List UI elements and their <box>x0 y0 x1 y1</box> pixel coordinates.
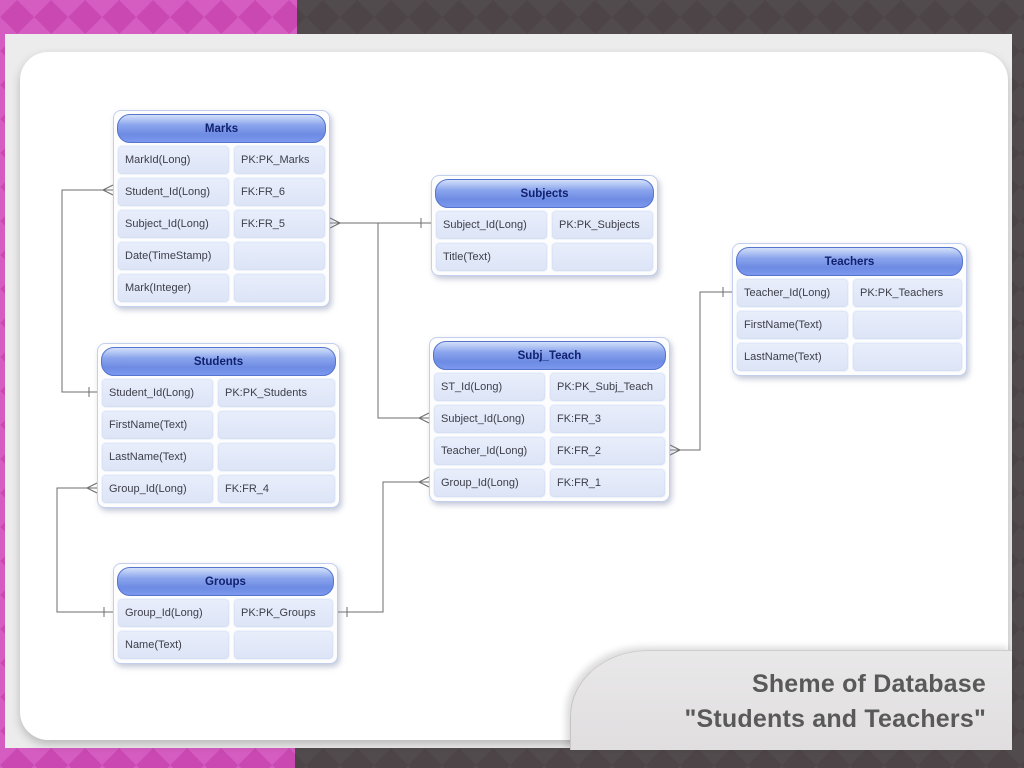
slide-caption: Sheme of Database "Students and Teachers… <box>570 650 1012 750</box>
table-row: LastName(Text) <box>101 442 336 472</box>
table-title: Groups <box>117 567 334 596</box>
key-cell: PK:PK_Subj_Teach <box>549 372 666 402</box>
field-name-cell: Student_Id(Long) <box>101 378 214 408</box>
table-row: Title(Text) <box>435 242 654 272</box>
table-row: Subject_Id(Long) PK:PK_Subjects <box>435 210 654 240</box>
table-row: Student_Id(Long) FK:FR_6 <box>117 177 326 207</box>
key-cell: FK:FR_2 <box>549 436 666 466</box>
left-pink-strip <box>0 34 5 748</box>
table-row: Name(Text) <box>117 630 334 660</box>
field-name-cell: Group_Id(Long) <box>433 468 546 498</box>
table-students: Students Student_Id(Long) PK:PK_Students… <box>97 343 340 508</box>
table-row: Group_Id(Long) FK:FR_1 <box>433 468 666 498</box>
table-title: Teachers <box>736 247 963 276</box>
table-row: FirstName(Text) <box>101 410 336 440</box>
field-name-cell: Mark(Integer) <box>117 273 230 303</box>
field-name-cell: Group_Id(Long) <box>117 598 230 628</box>
key-cell <box>551 242 654 272</box>
top-pink-bar <box>0 0 297 34</box>
field-name-cell: Name(Text) <box>117 630 230 660</box>
table-title: Students <box>101 347 336 376</box>
key-cell: PK:PK_Marks <box>233 145 326 175</box>
table-groups: Groups Group_Id(Long) PK:PK_Groups Name(… <box>113 563 338 664</box>
key-cell: PK:PK_Groups <box>233 598 334 628</box>
table-row: Group_Id(Long) FK:FR_4 <box>101 474 336 504</box>
key-cell: PK:PK_Subjects <box>551 210 654 240</box>
field-name-cell: Student_Id(Long) <box>117 177 230 207</box>
table-teachers: Teachers Teacher_Id(Long) PK:PK_Teachers… <box>732 243 967 376</box>
table-row: Group_Id(Long) PK:PK_Groups <box>117 598 334 628</box>
table-row: ST_Id(Long) PK:PK_Subj_Teach <box>433 372 666 402</box>
field-name-cell: FirstName(Text) <box>101 410 214 440</box>
field-name-cell: Subject_Id(Long) <box>117 209 230 239</box>
key-cell <box>852 310 963 340</box>
field-name-cell: Date(TimeStamp) <box>117 241 230 271</box>
field-name-cell: Subject_Id(Long) <box>435 210 548 240</box>
bottom-pink-bar <box>0 748 295 768</box>
field-name-cell: Teacher_Id(Long) <box>433 436 546 466</box>
field-name-cell: LastName(Text) <box>736 342 849 372</box>
field-name-cell: ST_Id(Long) <box>433 372 546 402</box>
table-row: Teacher_Id(Long) PK:PK_Teachers <box>736 278 963 308</box>
key-cell <box>852 342 963 372</box>
field-name-cell: Subject_Id(Long) <box>433 404 546 434</box>
table-title: Subj_Teach <box>433 341 666 370</box>
key-cell <box>217 410 336 440</box>
table-subjects: Subjects Subject_Id(Long) PK:PK_Subjects… <box>431 175 658 276</box>
table-row: Subject_Id(Long) FK:FR_3 <box>433 404 666 434</box>
field-name-cell: Teacher_Id(Long) <box>736 278 849 308</box>
key-cell <box>233 241 326 271</box>
key-cell <box>233 273 326 303</box>
key-cell: PK:PK_Teachers <box>852 278 963 308</box>
table-title: Subjects <box>435 179 654 208</box>
table-row: FirstName(Text) <box>736 310 963 340</box>
caption-line-1: Sheme of Database <box>751 670 986 698</box>
key-cell <box>233 630 334 660</box>
table-subj-teach: Subj_Teach ST_Id(Long) PK:PK_Subj_Teach … <box>429 337 670 502</box>
key-cell: FK:FR_6 <box>233 177 326 207</box>
field-name-cell: MarkId(Long) <box>117 145 230 175</box>
table-row: Date(TimeStamp) <box>117 241 326 271</box>
table-row: MarkId(Long) PK:PK_Marks <box>117 145 326 175</box>
field-name-cell: LastName(Text) <box>101 442 214 472</box>
key-cell: FK:FR_1 <box>549 468 666 498</box>
table-row: Student_Id(Long) PK:PK_Students <box>101 378 336 408</box>
field-name-cell: Group_Id(Long) <box>101 474 214 504</box>
table-row: Mark(Integer) <box>117 273 326 303</box>
key-cell: PK:PK_Students <box>217 378 336 408</box>
table-row: Subject_Id(Long) FK:FR_5 <box>117 209 326 239</box>
key-cell: FK:FR_5 <box>233 209 326 239</box>
key-cell <box>217 442 336 472</box>
table-row: Teacher_Id(Long) FK:FR_2 <box>433 436 666 466</box>
table-marks: Marks MarkId(Long) PK:PK_Marks Student_I… <box>113 110 330 307</box>
field-name-cell: FirstName(Text) <box>736 310 849 340</box>
table-title: Marks <box>117 114 326 143</box>
key-cell: FK:FR_4 <box>217 474 336 504</box>
caption-line-2: "Students and Teachers" <box>684 705 986 733</box>
table-row: LastName(Text) <box>736 342 963 372</box>
key-cell: FK:FR_3 <box>549 404 666 434</box>
field-name-cell: Title(Text) <box>435 242 548 272</box>
